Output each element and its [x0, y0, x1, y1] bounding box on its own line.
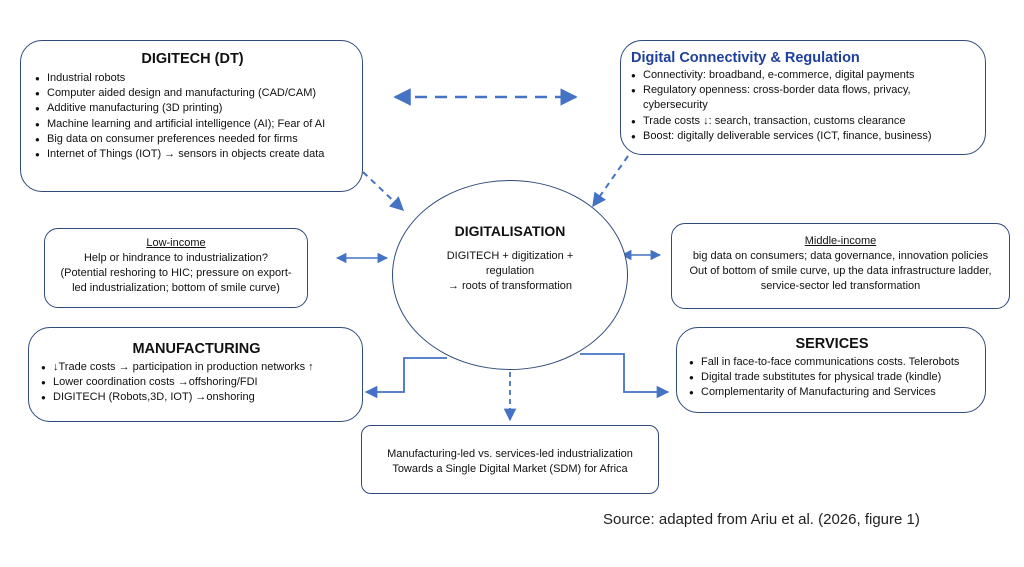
digitech-box: DIGITECH (DT) Industrial robots Computer… — [20, 40, 363, 192]
digitech-title: DIGITECH (DT) — [141, 51, 244, 67]
list-item: Fall in face-to-face communications cost… — [689, 355, 975, 370]
list-item: Complementarity of Manufacturing and Ser… — [689, 385, 975, 400]
list-item: Connectivity: broadband, e-commerce, dig… — [631, 68, 975, 83]
list-item: Trade costs ↓: search, transaction, cust… — [631, 114, 975, 129]
list-item: Big data on consumer preferences needed … — [35, 132, 350, 147]
list-item: Computer aided design and manufacturing … — [35, 86, 350, 101]
low-income-box: Low-income Help or hindrance to industri… — [44, 228, 308, 308]
list-item: Boost: digitally deliverable services (I… — [631, 129, 975, 144]
list-item: Machine learning and artificial intellig… — [35, 117, 350, 132]
list-item: Internet of Things (IOT) → sensors in ob… — [35, 147, 350, 162]
low-income-line: (Potential reshoring to HIC; pressure on… — [60, 267, 292, 279]
digitalisation-title: DIGITALISATION — [454, 223, 566, 239]
middle-income-heading: Middle-income — [804, 235, 877, 247]
middle-income-line: big data on consumers; data governance, … — [692, 250, 989, 262]
list-item: ↓Trade costs → participation in producti… — [41, 360, 352, 375]
outcome-line: Towards a Single Digital Market (SDM) fo… — [392, 463, 628, 475]
digitalisation-circle: DIGITALISATION DIGITECH + digitization +… — [392, 180, 628, 370]
digitech-list: Industrial robots Computer aided design … — [35, 71, 350, 162]
list-item: Industrial robots — [35, 71, 350, 86]
outcome-box: Manufacturing-led vs. services-led indus… — [361, 425, 659, 494]
list-item: Digital trade substitutes for physical t… — [689, 370, 975, 385]
manufacturing-list: ↓Trade costs → participation in producti… — [41, 360, 352, 406]
outcome-line: Manufacturing-led vs. services-led indus… — [387, 448, 633, 460]
middle-income-line: Out of bottom of smile curve, up the dat… — [689, 265, 992, 277]
digitalisation-line: regulation — [485, 265, 535, 277]
list-item: DIGITECH (Robots,3D, IOT) →onshoring — [41, 390, 352, 405]
digitech-to-digitalisation-arrow — [362, 171, 405, 211]
connectivity-to-digitalisation-arrow — [592, 155, 629, 208]
connectivity-title: Digital Connectivity & Regulation — [631, 50, 860, 66]
services-list: Fall in face-to-face communications cost… — [689, 355, 975, 401]
manufacturing-box: MANUFACTURING ↓Trade costs → participati… — [28, 327, 363, 422]
digitalisation-line: DIGITECH + digitization + — [446, 250, 574, 262]
digitalisation-line: → roots of transformation — [447, 280, 573, 292]
middle-income-box: Middle-income big data on consumers; dat… — [671, 223, 1010, 309]
connectivity-box: Digital Connectivity & Regulation Connec… — [620, 40, 986, 155]
source-caption: Source: adapted from Ariu et al. (2026, … — [603, 511, 920, 528]
digitalisation-to-services-arrow — [580, 353, 670, 399]
digitalisation-to-manufacturing-arrow — [364, 357, 447, 399]
list-item: Additive manufacturing (3D printing) — [35, 101, 350, 116]
services-title: SERVICES — [795, 336, 869, 352]
low-income-heading: Low-income — [146, 237, 206, 249]
services-box: SERVICES Fall in face-to-face communicat… — [676, 327, 986, 413]
list-item: Regulatory openness: cross-border data f… — [631, 83, 975, 113]
manufacturing-title: MANUFACTURING — [132, 341, 261, 357]
low-income-line: Help or hindrance to industrialization? — [83, 252, 269, 264]
low-income-line: led industrialization; bottom of smile c… — [72, 282, 280, 294]
connectivity-list: Connectivity: broadband, e-commerce, dig… — [631, 68, 975, 144]
list-item: Lower coordination costs →offshoring/FDI — [41, 375, 352, 390]
middle-income-line: service-sector led transformation — [760, 280, 921, 292]
